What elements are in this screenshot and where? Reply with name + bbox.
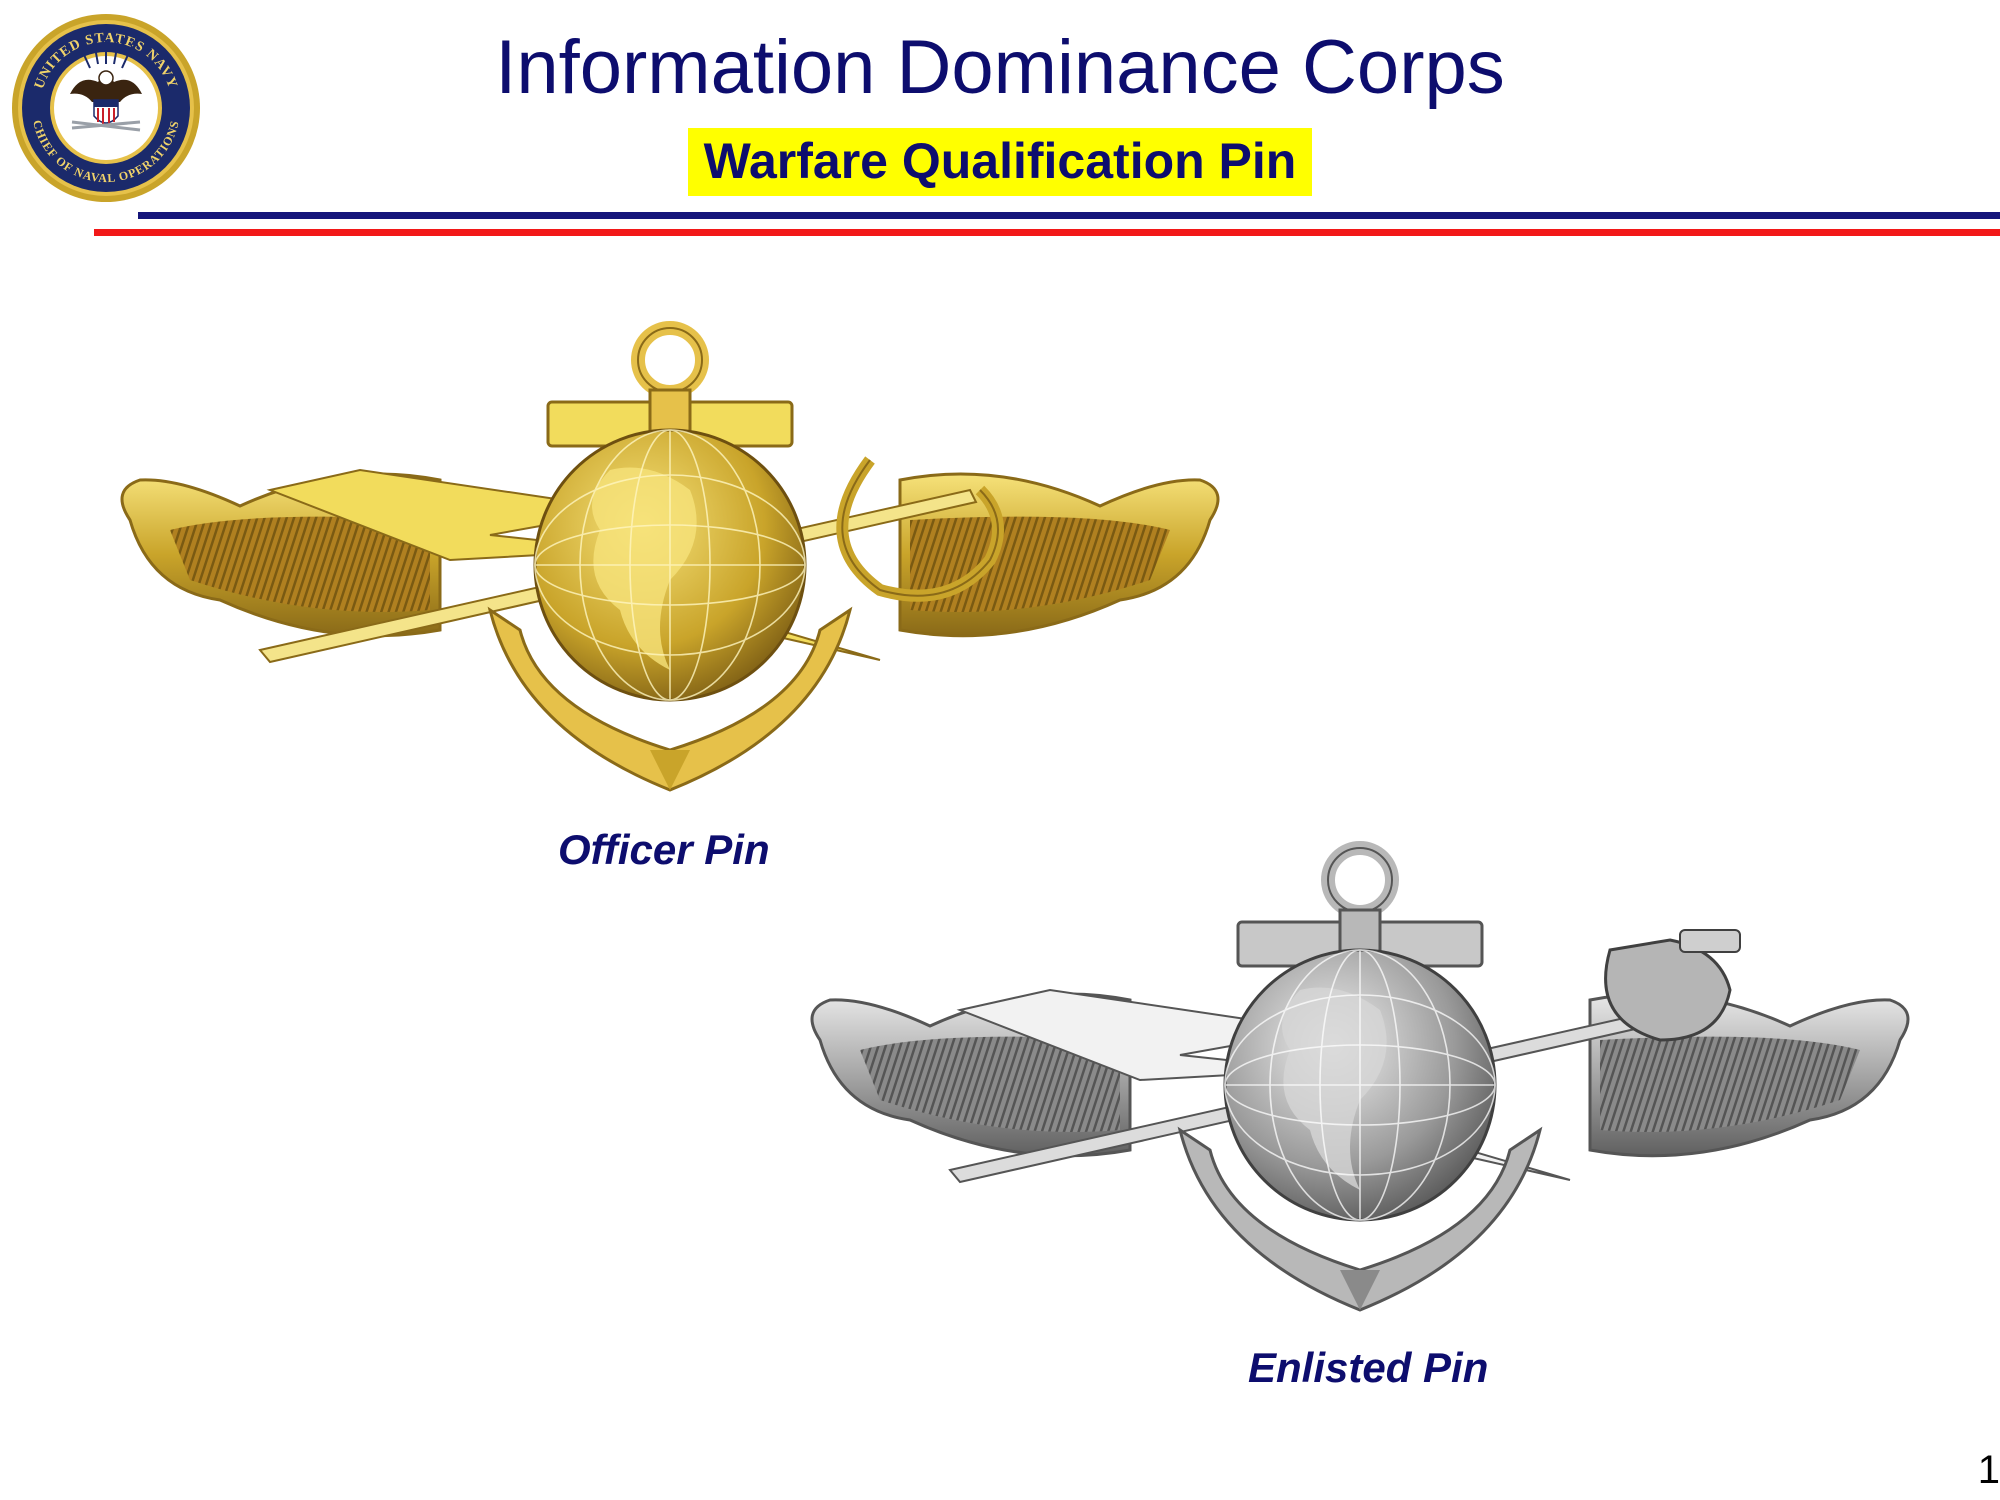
enlisted-pin-icon [810,841,1910,1312]
officer-pin-caption: Officer Pin [558,826,770,873]
slide-title: Information Dominance Corps [495,25,1505,110]
header-rule-red [94,229,2000,236]
enlisted-pin-caption: Enlisted Pin [1248,1344,1489,1391]
header-rule-blue [138,212,2000,219]
officer-pin-icon [120,321,1220,792]
slide-subtitle: Warfare Qualification Pin [687,128,1313,196]
navy-seal-icon: UNITED STATES NAVY CHIEF OF NAVAL OPERAT… [12,14,200,202]
page-number: 1 [1977,1448,2000,1492]
